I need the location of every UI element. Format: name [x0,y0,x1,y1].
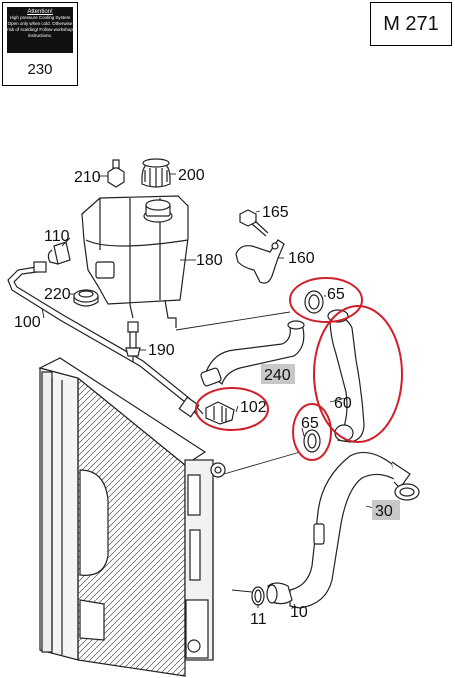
part-label-220: 220 [44,286,71,303]
hose-240 [200,320,305,387]
part-label-100: 100 [14,314,41,331]
sensor-190 [125,321,141,362]
filler-cap-200 [141,158,171,188]
model-code-box: M 271 [370,2,452,46]
grommet-220 [73,289,99,307]
part-label-60: 60 [334,395,352,412]
warning-label-image: Attention! High pressure Cooling System … [7,7,73,53]
part-label-200: 200 [178,167,205,184]
part-label-65-top: 65 [327,286,345,303]
highlight-rings [195,277,403,461]
part-label-110: 110 [44,228,70,245]
part-label-102: 102 [240,399,267,416]
part-label-230: 230 [27,61,53,78]
part-label-11: 11 [250,611,267,628]
part-label-210: 210 [74,169,101,186]
hose-60 [327,309,365,443]
hose-30 [289,451,420,609]
part-label-180: 180 [196,252,223,269]
clip-110 [47,241,71,265]
leader-lines [41,173,375,609]
vent-pipe-100 [7,261,204,419]
connector-160 [235,239,285,284]
o-ring-65-bottom [303,429,321,453]
warning-title: Attention! [27,9,53,15]
radiator [38,357,226,677]
warning-label-box: Attention! High pressure Cooling System … [2,2,78,86]
nut-210 [107,159,125,188]
part-label-160: 160 [288,250,315,267]
part-label-190: 190 [148,342,175,359]
bolt-165 [239,209,269,237]
plug-102 [205,401,235,425]
o-ring-11 [251,586,265,606]
highlight-circle-65-top [289,277,363,323]
label-bg-30 [372,500,400,520]
highlight-circle-65-bottom [292,403,332,461]
warning-subtitle: High pressure Cooling System [9,15,71,20]
part-label-10: 10 [290,604,308,621]
model-code: M 271 [383,12,439,35]
expansion-tank [81,195,189,328]
part-label-240: 240 [264,367,291,384]
highlight-circle-102 [195,387,269,431]
o-ring-65-top [304,290,324,314]
hose-end-10 [266,582,293,605]
highlight-circle-60 [313,305,403,443]
warning-body: Open only when cold. Otherwise risk of s… [7,21,73,38]
label-bg-240 [261,364,295,384]
part-label-165: 165 [262,204,289,221]
part-label-30: 30 [375,503,393,520]
part-label-65-bottom: 65 [301,415,319,432]
